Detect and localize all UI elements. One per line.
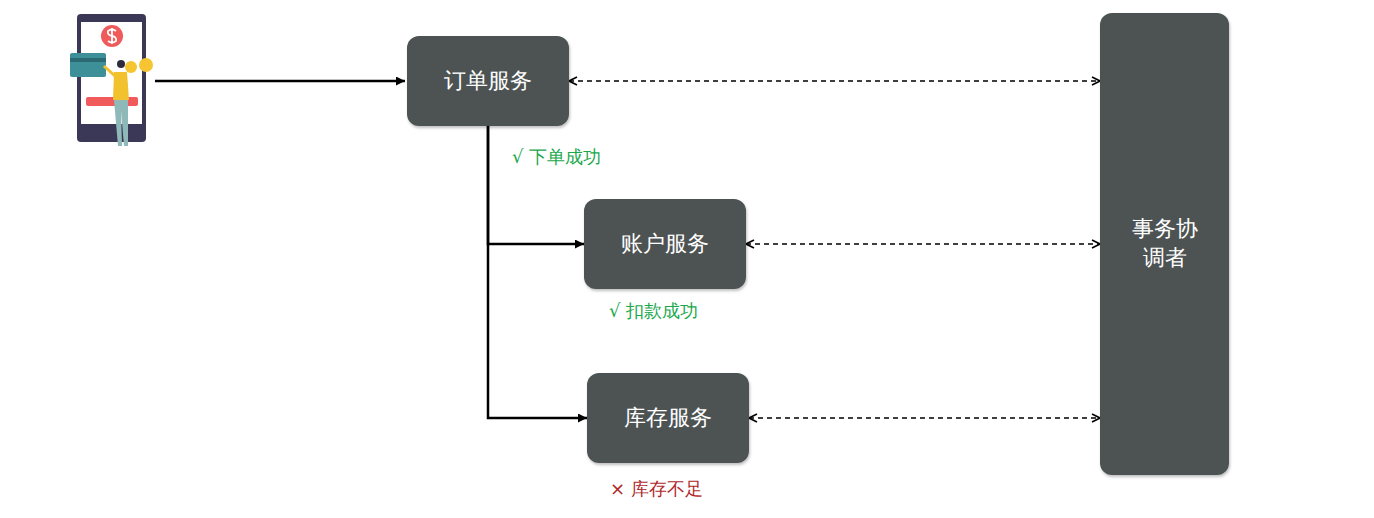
coordinator-box: 事务协调者 <box>1100 13 1229 475</box>
coordination-link <box>569 80 1100 82</box>
node-label: 库存服务 <box>624 404 712 433</box>
node-label: 账户服务 <box>621 230 709 259</box>
woman-legs <box>114 100 128 146</box>
dollar-badge <box>101 25 123 47</box>
call-arrow <box>488 126 587 418</box>
coordination-link <box>749 417 1100 419</box>
service-box: 订单服务 <box>407 36 569 126</box>
coordination-link <box>746 243 1100 245</box>
status-label: √ 扣款成功 <box>609 299 698 323</box>
node-label: 订单服务 <box>444 67 532 96</box>
woman-head <box>117 60 125 68</box>
dollar-sign <box>108 28 116 44</box>
coin <box>125 61 137 73</box>
phone-illustration <box>70 14 153 146</box>
call-arrow <box>488 126 584 244</box>
service-box: 库存服务 <box>587 373 749 463</box>
red-bar <box>86 97 138 106</box>
card-stripe <box>70 58 106 62</box>
coin <box>139 58 153 72</box>
entry-arrow <box>155 80 405 83</box>
status-label: × 库存不足 <box>610 477 703 501</box>
node-label: 事务协调者 <box>1130 215 1198 272</box>
service-box: 账户服务 <box>584 199 746 289</box>
status-label: √ 下单成功 <box>512 145 601 169</box>
phone-body <box>77 14 146 142</box>
woman-arm <box>104 66 115 76</box>
woman-body <box>113 72 129 100</box>
card <box>70 53 106 77</box>
